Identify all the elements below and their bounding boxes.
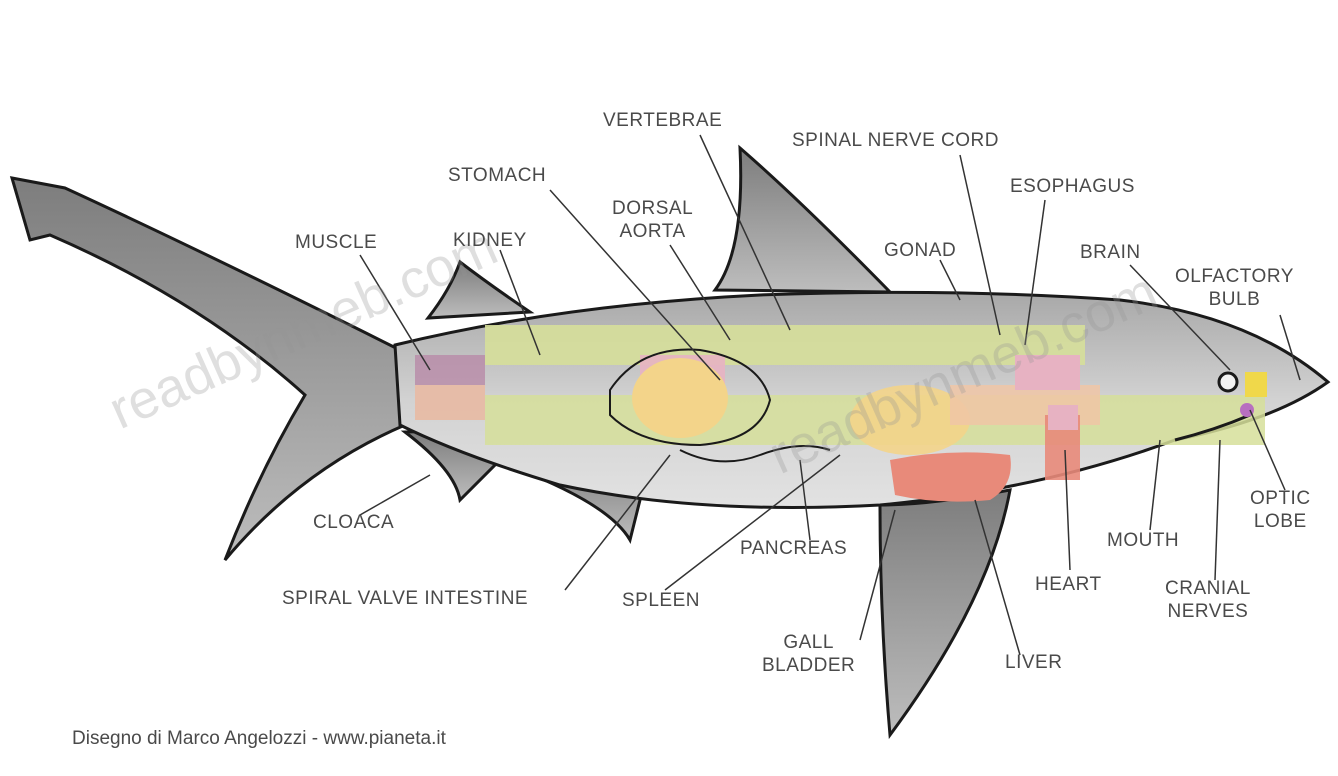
label-heart: HEART — [1035, 574, 1102, 597]
label-gonad: GONAD — [884, 240, 956, 263]
tail-peach-block — [415, 385, 485, 420]
label-spiral-valve-intestine: SPIRAL VALVE INTESTINE — [282, 588, 528, 611]
credit-text: Disegno di Marco Angelozzi - www.pianeta… — [72, 728, 446, 750]
label-cranial-nerves: CRANIAL NERVES — [1165, 578, 1251, 624]
label-olfactory-bulb: OLFACTORY BULB — [1175, 266, 1294, 312]
label-liver: LIVER — [1005, 652, 1062, 675]
label-stomach: STOMACH — [448, 165, 546, 188]
label-brain: BRAIN — [1080, 242, 1141, 265]
label-mouth: MOUTH — [1107, 530, 1179, 553]
liver — [890, 452, 1011, 501]
eye — [1219, 373, 1237, 391]
pectoral-fin — [880, 490, 1010, 735]
brain-yellow — [1245, 372, 1267, 397]
stomach — [632, 358, 728, 438]
label-spleen: SPLEEN — [622, 590, 700, 613]
label-vertebrae: VERTEBRAE — [603, 110, 722, 133]
label-gall-bladder: GALL BLADDER — [762, 632, 855, 678]
label-spinal-nerve-cord: SPINAL NERVE CORD — [792, 130, 999, 153]
heart-upper — [1048, 405, 1078, 430]
label-kidney: KIDNEY — [453, 230, 527, 253]
label-dorsal-aorta: DORSAL AORTA — [612, 198, 693, 244]
label-muscle: MUSCLE — [295, 232, 377, 255]
label-optic-lobe: OPTIC LOBE — [1250, 488, 1311, 534]
label-cloaca: CLOACA — [313, 512, 394, 535]
label-esophagus: ESOPHAGUS — [1010, 176, 1135, 199]
label-pancreas: PANCREAS — [740, 538, 847, 561]
first-dorsal-fin — [715, 148, 890, 292]
